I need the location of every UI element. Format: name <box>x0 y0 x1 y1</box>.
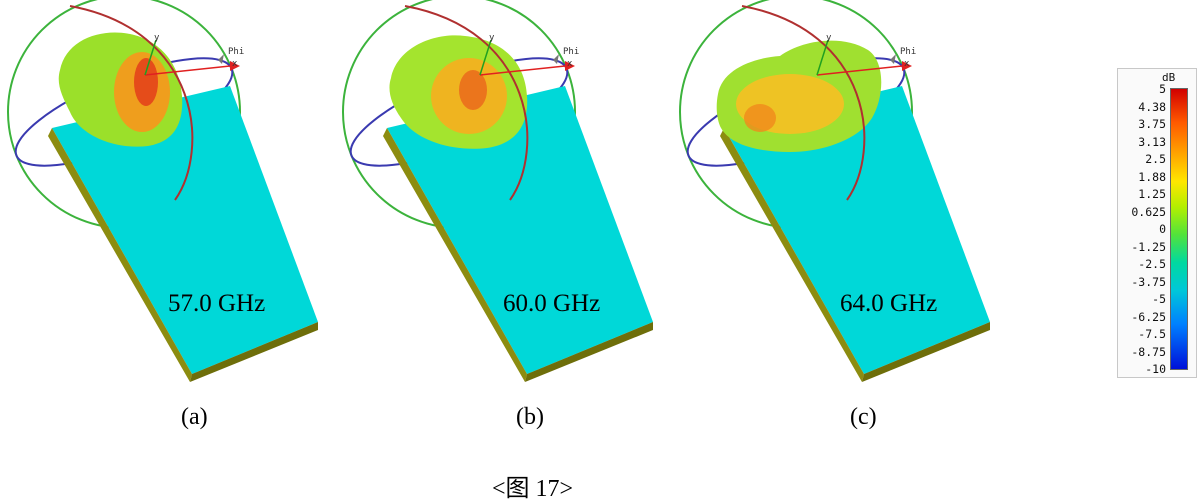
colorbar-tick: 1.88 <box>1138 169 1166 184</box>
frequency-label: 60.0 GHz <box>503 290 601 317</box>
y-axis-label: y <box>489 33 495 43</box>
colorbar-tick: -6.25 <box>1131 309 1166 324</box>
x-axis-arrow-icon <box>902 61 912 71</box>
antenna-board-edge <box>525 322 653 382</box>
colorbar-tick: 3.75 <box>1138 117 1166 131</box>
colorbar-tick: 0.625 <box>1131 204 1166 219</box>
pattern-view-b: y Phi x <box>342 0 653 382</box>
phi-marker-icon <box>218 54 224 64</box>
colorbar-tick: 0 <box>1159 222 1166 236</box>
x-axis-line <box>816 65 903 76</box>
colorbar-tick: -10 <box>1145 362 1166 376</box>
x-axis-arrow-icon <box>565 61 575 71</box>
lobe-peak <box>459 70 487 110</box>
lobe-peak <box>134 58 158 106</box>
colorbar-tick: -7.5 <box>1138 327 1166 341</box>
colorbar-tick: -8.75 <box>1131 344 1166 359</box>
x-axis-arrow-icon <box>230 61 240 71</box>
meridian-arc <box>69 5 194 201</box>
pattern-view-a: y Phi x <box>7 0 318 382</box>
antenna-board-top <box>52 86 318 374</box>
antenna-board-top <box>387 86 653 374</box>
phi-axis-label: Phi <box>900 47 916 57</box>
meridian-arc <box>741 5 866 201</box>
x-axis-line <box>144 65 231 76</box>
lobe-peak <box>744 104 776 132</box>
colorbar-unit: dB <box>1162 71 1176 84</box>
panel-c: y Phi x 64.0 GHz <box>672 0 1032 400</box>
pattern-view-c: y Phi x <box>679 0 990 382</box>
y-axis-label: y <box>154 33 160 43</box>
meridian-arc <box>404 5 529 201</box>
colorbar-tick: 1.25 <box>1138 187 1166 201</box>
y-axis-label: y <box>826 33 832 43</box>
colorbar-tick: -5 <box>1152 292 1166 306</box>
colorbar-tick: -2.5 <box>1138 257 1166 271</box>
colorbar-tick: 4.38 <box>1138 99 1166 114</box>
y-axis-line <box>816 39 829 76</box>
phi-marker-icon <box>553 54 559 64</box>
colorbar-tick: 3.13 <box>1138 134 1166 149</box>
colorbar-tick: 2.5 <box>1145 152 1166 166</box>
antenna-board-edge <box>190 322 318 382</box>
colorbar-tick: -1.25 <box>1131 239 1166 254</box>
phi-axis-label: Phi <box>563 47 579 57</box>
x-axis-label: x <box>567 59 573 69</box>
panel-b: y Phi x 60.0 GHz <box>335 0 695 400</box>
antenna-board-side <box>48 128 192 382</box>
antenna-board-top <box>724 86 990 374</box>
x-axis-line <box>479 65 566 76</box>
phi-marker-icon <box>890 54 896 64</box>
y-axis-line <box>479 39 492 76</box>
panel-label-c: (c) <box>850 404 877 430</box>
y-axis-line <box>144 39 157 76</box>
figure-caption: <图 17> <box>491 476 574 502</box>
frequency-label: 64.0 GHz <box>840 290 938 317</box>
colorbar-tick: -3.75 <box>1131 274 1166 289</box>
colorbar-tick: 5 <box>1159 82 1166 96</box>
phi-axis-label: Phi <box>228 47 244 57</box>
frequency-label: 57.0 GHz <box>168 290 266 317</box>
x-axis-label: x <box>232 59 238 69</box>
antenna-board-side <box>383 128 527 382</box>
panel-label-a: (a) <box>181 404 208 430</box>
panel-label-b: (b) <box>516 404 544 430</box>
panel-a: y Phi x 57.0 GHz <box>0 0 360 400</box>
colorbar-gradient <box>1170 88 1188 370</box>
x-axis-label: x <box>904 59 910 69</box>
antenna-board-edge <box>862 322 990 382</box>
colorbar-legend: dB 5 4.38 3.75 3.13 2.5 1.88 1.25 0.625 0 -1.25 -2… <box>1117 68 1197 378</box>
antenna-board-side <box>720 128 864 382</box>
